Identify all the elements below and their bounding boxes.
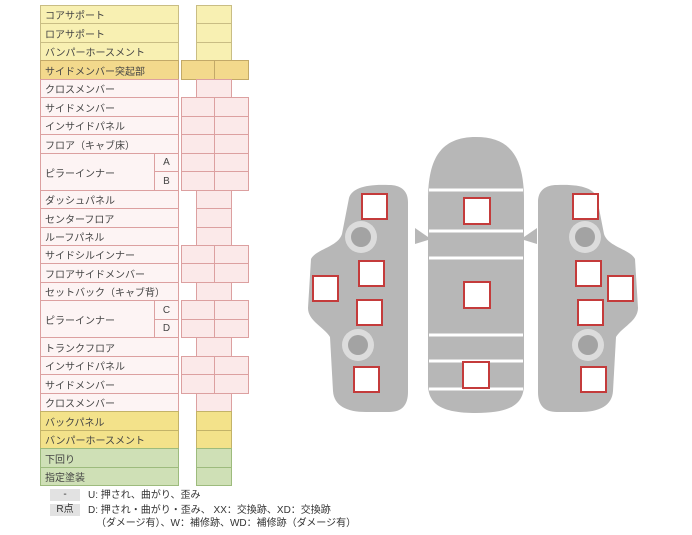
panel-divider-lines (429, 188, 523, 391)
check-square-right-roof[interactable] (607, 275, 634, 302)
legend-text-u: U: 押され、曲がり、歪み (88, 490, 201, 501)
part-label: セットバック（キャブ背） (40, 282, 179, 301)
check-square-left-front[interactable] (361, 193, 388, 220)
check-square-left-roof[interactable] (312, 275, 339, 302)
check-square-center-front[interactable] (463, 197, 491, 225)
pillar-sub-label: D (154, 319, 179, 338)
check-square-left-rear[interactable] (353, 366, 380, 393)
check-square-right-front[interactable] (572, 193, 599, 220)
car-right-side-body (538, 184, 638, 412)
legend-key-dash: - (50, 489, 80, 501)
part-label: 指定塗装 (40, 467, 179, 486)
check-square-layer (312, 193, 634, 393)
check-square-left-mid-front[interactable] (358, 260, 385, 287)
legend-row-r: R点 D: 押され・曲がり・歪み、 XX：交換跡、XD：交換跡 (0, 504, 692, 517)
legend-row-cont: （ダメージ有）、W：補修跡、WD：補修跡（ダメージ有） (0, 517, 692, 530)
legend-key-rten: R点 (50, 504, 80, 516)
legend-text-cont: （ダメージ有）、W：補修跡、WD：補修跡（ダメージ有） (96, 518, 357, 529)
legend-row-u: - U: 押され、曲がり、歪み (0, 489, 692, 502)
wheel-hub-icon (575, 227, 595, 247)
grid-cell[interactable] (196, 467, 232, 486)
check-square-right-rear[interactable] (580, 366, 607, 393)
frame-parts-table: コアサポートロアサポートバンパーホースメントサイドメンバー突起部クロスメンバーサ… (40, 5, 250, 487)
wheel-layer (342, 221, 604, 361)
legend-text-d: D: 押され・曲がり・歪み、 XX：交換跡、XD：交換跡 (88, 505, 331, 516)
wheel-hub-icon (348, 335, 368, 355)
car-left-side-body (308, 184, 408, 412)
car-top-view-body (428, 137, 524, 413)
left-mirror-icon (415, 228, 428, 244)
right-mirror-icon (524, 228, 537, 244)
wheel-hub-icon (578, 335, 598, 355)
part-label: ダッシュパネル (40, 190, 179, 209)
part-label: ピラーインナー (40, 153, 155, 191)
check-square-left-mid-rear[interactable] (356, 299, 383, 326)
check-square-center-middle[interactable] (463, 281, 491, 309)
wheel-hub-icon (351, 227, 371, 247)
check-square-center-rear[interactable] (462, 361, 490, 389)
check-square-right-mid-front[interactable] (575, 260, 602, 287)
check-square-right-mid-rear[interactable] (577, 299, 604, 326)
